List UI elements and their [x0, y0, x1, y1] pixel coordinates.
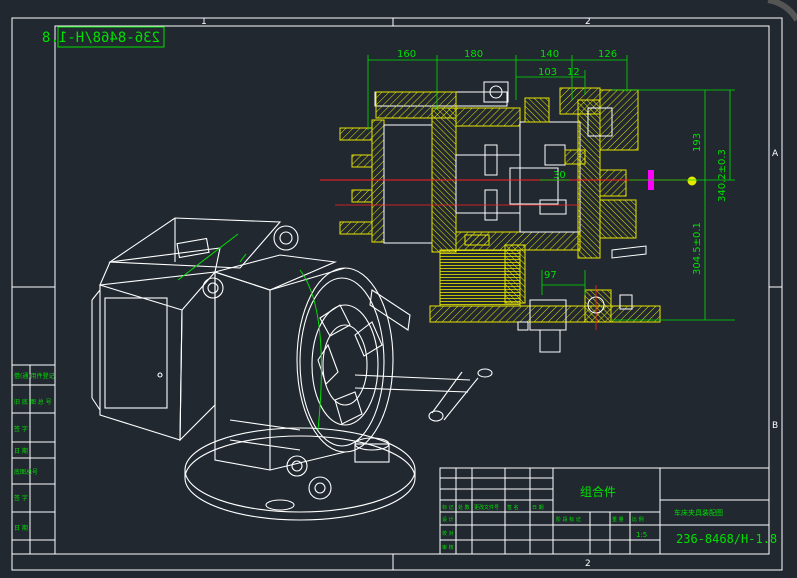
side-cell-5: 底图总号 [14, 468, 38, 476]
tb-sign-check: 校 对 [442, 530, 454, 537]
grid-label-row-a: A [772, 149, 779, 159]
grid-label-col2: 2 [585, 17, 591, 27]
dimension-lines [367, 55, 735, 321]
dim-160: 160 [397, 49, 416, 60]
grid-label-row-b: B [772, 421, 778, 431]
side-cell-1: 借(通)用件登记 [14, 372, 55, 380]
dim-340: 340.2±0.3 [717, 149, 728, 202]
side-cell-6: 签 字 [14, 494, 28, 502]
assembly-title: 组合件 [580, 484, 616, 499]
grid-label-col2-bottom: 2 [585, 559, 591, 569]
dim-193: 193 [692, 133, 703, 152]
side-cell-2: 旧 底 图 总 号 [14, 398, 52, 406]
side-info-block: 借(通)用件登记 旧 底 图 总 号 签 字 日 期 底图总号 签 字 日 期 [11, 364, 56, 555]
part-name: 车床夹具装配图 [674, 508, 723, 517]
side-cell-4: 日 期 [14, 447, 28, 455]
dim-97: 97 [544, 270, 557, 281]
dim-180: 180 [464, 49, 483, 60]
drawing-code-mirrored: 236-8468/H-1.8 [42, 30, 160, 46]
code-box-mirrored [57, 26, 165, 48]
tb-row-label-4: 签 名 [507, 504, 519, 511]
corner-mark [767, 0, 797, 22]
dim-12: 12 [567, 67, 580, 78]
dim-126: 126 [598, 49, 617, 60]
tb-sign-review: 审 核 [442, 544, 454, 551]
dim-103: 103 [538, 67, 557, 78]
isometric-fixture-view [91, 217, 493, 521]
scale-value: 1:5 [636, 531, 647, 539]
tb-scale-label: 比 例 [632, 516, 644, 523]
tb-weight-label: 重 量 [612, 516, 624, 523]
tb-row-label-5: 日 期 [532, 505, 544, 511]
title-block: 标 记 处 数 更改文件号 签 名 日 期 设 计 校 对 审 核 阶 段 标 … [439, 467, 777, 555]
tb-row-label-2: 处 数 [458, 504, 470, 511]
isometric-tangent-edges [177, 233, 322, 431]
inner-border [54, 25, 770, 555]
dimension-texts: 160 180 140 126 103 12 97 30 193 340.2±0… [397, 49, 728, 281]
section-view [320, 81, 697, 353]
dim-30: 30 [553, 170, 566, 181]
side-cell-7: 日 期 [14, 524, 28, 532]
drawing-code: 236-8468/H-1.8 [676, 532, 777, 546]
grid-label-col1: 1 [201, 17, 207, 27]
tb-stage-label: 阶 段 标 记 [556, 516, 581, 523]
outer-border [11, 17, 783, 571]
tb-row-label-3: 更改文件号 [474, 504, 499, 511]
tb-sign-design: 设 计 [442, 516, 454, 523]
tb-row-label-1: 标 记 [442, 504, 454, 511]
dim-140: 140 [540, 49, 559, 60]
dim-304: 304.5±0.1 [692, 222, 703, 275]
side-cell-3: 签 字 [14, 425, 28, 433]
